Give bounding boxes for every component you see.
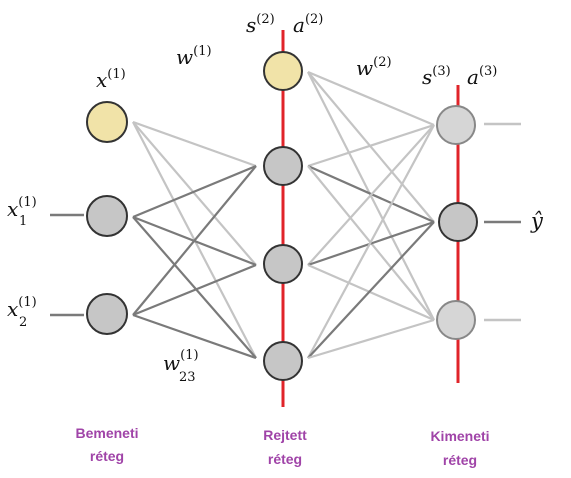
hidden-layer-label-line2: réteg <box>268 451 302 467</box>
label-x2-sub: 2 <box>19 315 27 330</box>
edge-x2-h2 <box>132 263 257 317</box>
edge-x1-h1 <box>132 164 257 219</box>
edge-h3-o1 <box>307 124 435 359</box>
label-w2: w(2) <box>356 55 392 80</box>
output-layer-label-line1: Kimeneti <box>430 428 489 444</box>
edge-h2-o3 <box>307 263 435 322</box>
edge-h3-o3 <box>307 318 435 360</box>
nodes <box>86 51 478 381</box>
input-bias-node <box>86 101 128 143</box>
output-node-2 <box>438 202 478 242</box>
edges-input-hidden <box>132 120 257 360</box>
label-yhat: ŷ <box>530 209 544 233</box>
edge-h1-o1 <box>307 123 435 168</box>
edges-hidden-output <box>307 70 435 360</box>
hidden-bias-node <box>263 51 303 91</box>
edge-h2-o1 <box>307 124 435 266</box>
output-layer-label-line2: réteg <box>443 452 477 468</box>
label-x2: x(1) <box>7 295 37 321</box>
edge-x1-h3 <box>132 216 257 359</box>
input-node-x2 <box>86 293 128 335</box>
input-layer-label-line2: réteg <box>90 448 124 464</box>
input-layer-label-line1: Bemeneti <box>75 425 138 441</box>
edge-x2-h1 <box>132 165 257 316</box>
output-node-1 <box>436 105 476 145</box>
edge-h3-o2 <box>307 221 435 359</box>
input-node-x1 <box>86 195 128 237</box>
edge-hbias-o1 <box>307 70 435 127</box>
layer-labels: Bemeneti réteg Rejtett réteg Kimeneti ré… <box>75 425 489 468</box>
io-stubs <box>50 122 521 322</box>
edge-bias-h1 <box>132 120 257 168</box>
label-s3: s(3) <box>422 64 451 89</box>
label-w1: w(1) <box>176 44 212 69</box>
label-a3: a(3) <box>467 64 497 89</box>
output-node-3 <box>436 300 476 340</box>
hidden-node-1 <box>263 146 303 186</box>
hidden-node-3 <box>263 341 303 381</box>
label-x-bias: x(1) <box>96 67 126 92</box>
edge-x2-h3 <box>132 313 257 360</box>
label-s2: s(2) <box>246 12 275 37</box>
label-w23-sub: 23 <box>179 370 196 385</box>
hidden-node-2 <box>263 244 303 284</box>
label-w23: w(1) <box>163 348 199 375</box>
math-labels: x(1) x(1) 1 x(1) 2 w(1) w(1) 23 s(2) a(2… <box>7 12 544 385</box>
label-x1: x(1) <box>7 195 37 221</box>
label-x1-sub: 1 <box>19 214 27 229</box>
edge-bias-h2 <box>132 121 257 266</box>
edge-hbias-o2 <box>307 71 435 223</box>
label-a2: a(2) <box>293 12 323 37</box>
hidden-layer-label-line1: Rejtett <box>263 427 307 443</box>
